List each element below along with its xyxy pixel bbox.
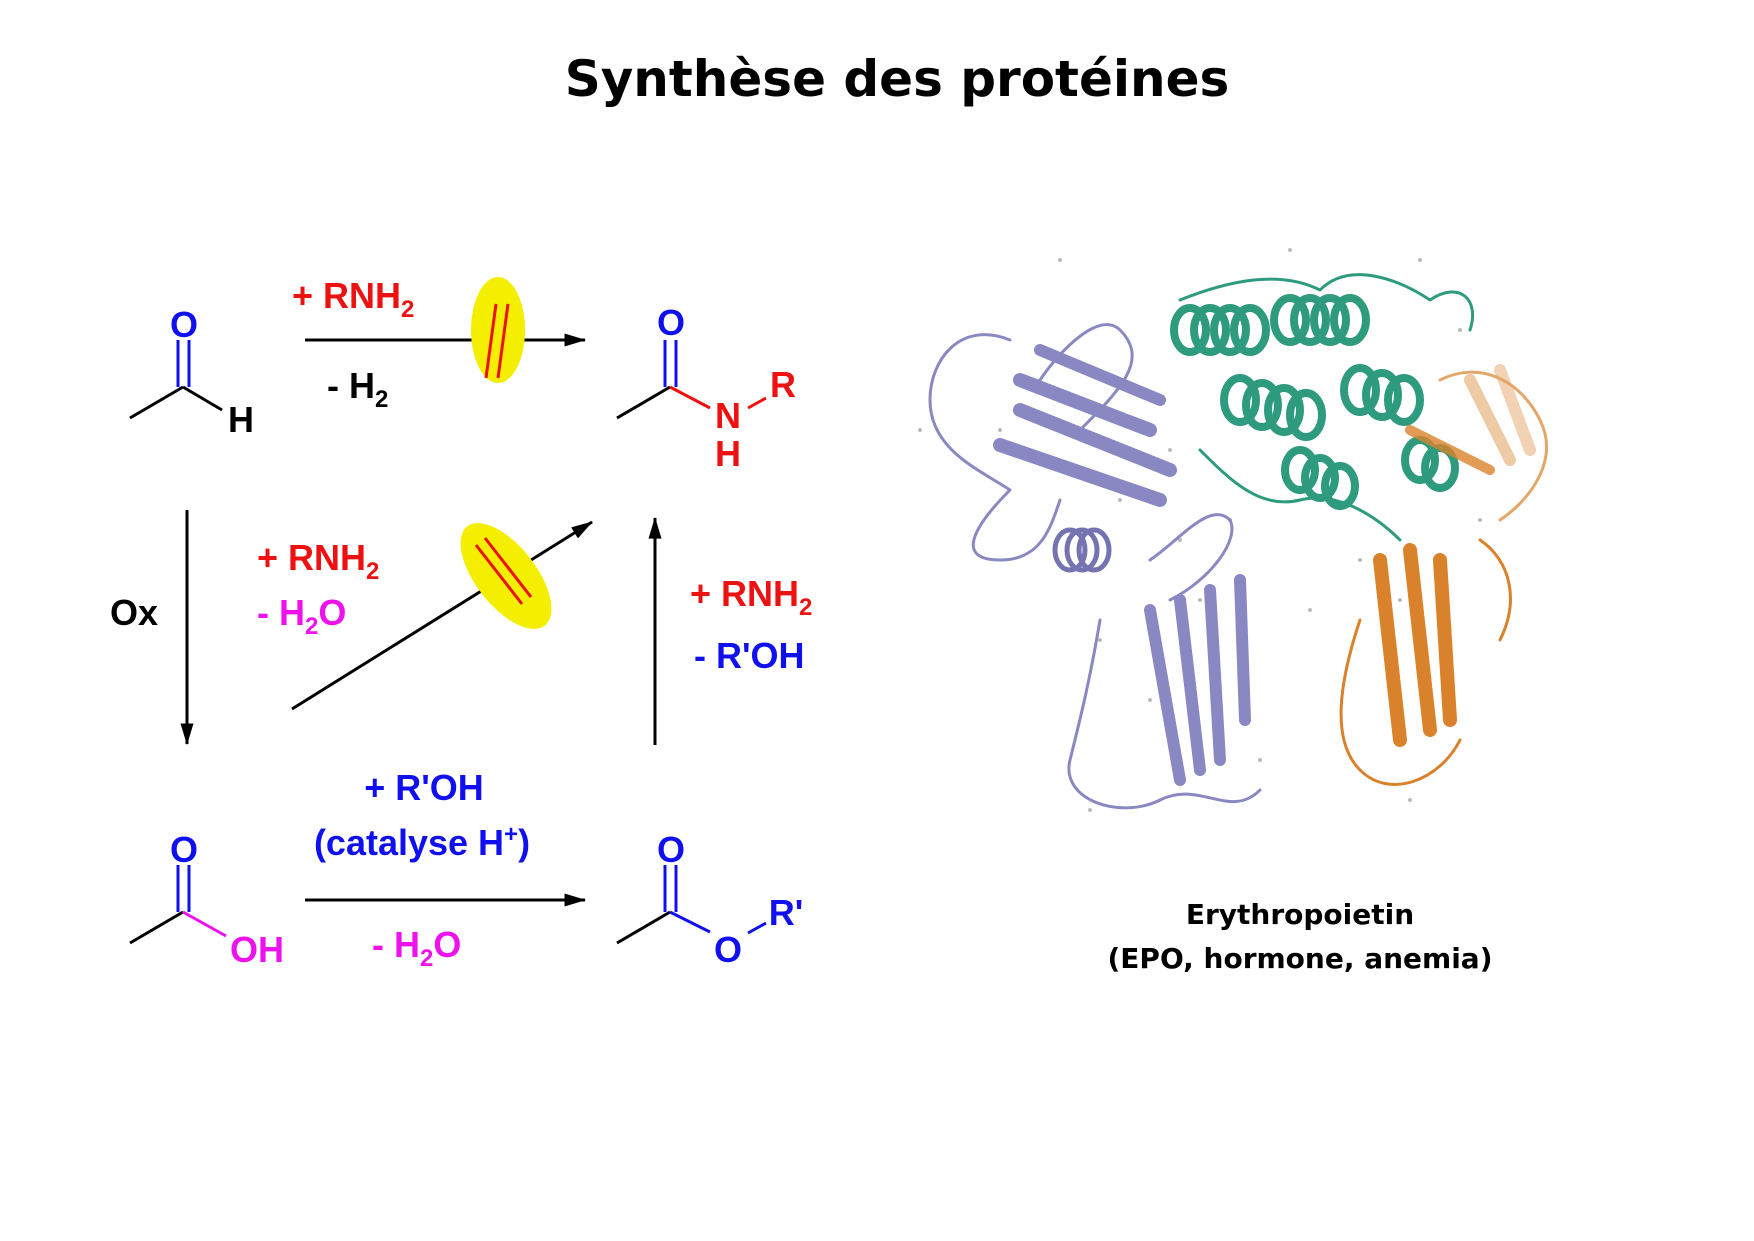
acid-molecule: O OH xyxy=(129,829,284,970)
amide-molecule: O N R H xyxy=(616,302,796,474)
amide-r-label: R xyxy=(770,364,796,405)
ester-oxygen-label: O xyxy=(714,929,742,970)
protein-name: Erythropoietin xyxy=(1185,898,1415,931)
acid-hydroxyl-label: OH xyxy=(230,929,284,970)
aldehyde-molecule: O H xyxy=(129,304,254,440)
forbidden-mark-diagonal xyxy=(460,523,552,629)
arrow-oxidation: Ox xyxy=(110,510,194,746)
forbidden-mark-top xyxy=(471,277,525,383)
bottom-arrow-catalyst: (catalyse H+) xyxy=(314,821,530,863)
aldehyde-hydrogen-label: H xyxy=(228,399,254,440)
amide-oxygen-label: O xyxy=(657,302,685,343)
ester-carbonyl-oxygen-label: O xyxy=(657,829,685,870)
diagonal-arrow-byproduct: - H2O xyxy=(257,592,346,640)
ester-molecule: O O R' xyxy=(616,829,804,970)
protein-note: (EPO, hormone, anemia) xyxy=(1107,942,1493,975)
aldehyde-oxygen-label: O xyxy=(170,304,198,345)
bottom-arrow-byproduct: - H2O xyxy=(372,924,461,972)
bottom-arrow-reagent: + R'OH xyxy=(364,767,484,808)
page-title: Synthèse des protéines xyxy=(564,50,1230,108)
arrow-acid-to-ester: + R'OH (catalyse H+) - H2O xyxy=(305,767,587,972)
protein-structure-image xyxy=(918,248,1548,812)
amide-nitrogen-label: N xyxy=(715,395,741,436)
diagonal-arrow-reagent: + RNH2 xyxy=(257,537,379,585)
right-arrow-byproduct: - R'OH xyxy=(694,635,805,676)
arrow-ester-to-amide: + RNH2 - R'OH xyxy=(648,516,812,745)
top-arrow-reagent: + RNH2 xyxy=(292,275,414,323)
acid-oxygen-label: O xyxy=(170,829,198,870)
ester-r-label: R' xyxy=(769,892,804,933)
arrow-aldehyde-to-amide: + RNH2 - H2 xyxy=(292,275,587,413)
arrow-acid-to-amide: + RNH2 - H2O xyxy=(257,520,593,711)
oxidation-label: Ox xyxy=(110,592,158,633)
top-arrow-byproduct: - H2 xyxy=(327,365,388,413)
amide-hydrogen-label: H xyxy=(715,433,741,474)
right-arrow-reagent: + RNH2 xyxy=(690,573,812,621)
